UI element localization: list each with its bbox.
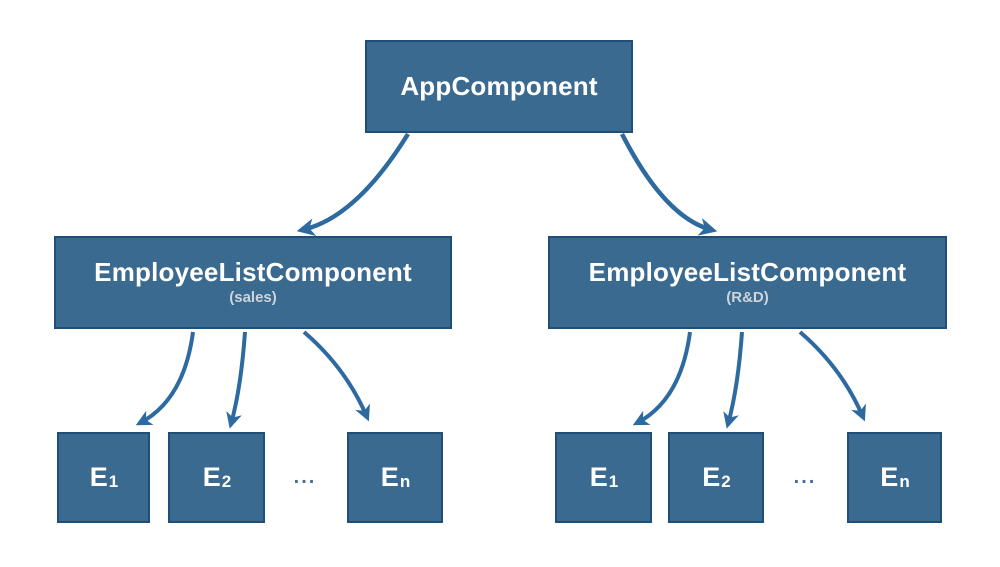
node-employee-list-sales: EmployeeListComponent (sales) <box>54 236 452 329</box>
rd-children-ellipsis: ... <box>793 465 817 488</box>
node-rd-employee-n-label: E <box>880 462 899 492</box>
edge-sales-to-en <box>302 330 370 422</box>
node-employee-list-rd-label: EmployeeListComponent <box>588 257 907 288</box>
edge-sales-to-e2 <box>226 331 247 429</box>
edge-app-to-sales-list <box>296 132 410 237</box>
sales-children-ellipsis: ... <box>293 465 317 488</box>
node-rd-employee-n-subscript: n <box>899 471 910 491</box>
node-rd-employee-1-subscript: 1 <box>608 471 619 491</box>
node-sales-employee-n-subscript: n <box>399 471 411 491</box>
node-rd-employee-2-subscript: 2 <box>721 471 731 491</box>
node-sales-employee-1-subscript: 1 <box>108 471 119 491</box>
edge-app-to-rd-list <box>619 132 718 236</box>
node-rd-employee-2-label: E <box>702 462 721 492</box>
node-sales-employee-n-label: E <box>380 462 399 492</box>
node-sales-employee-2-subscript: 2 <box>221 471 232 491</box>
edge-sales-to-e1 <box>135 331 195 426</box>
node-sales-employee-1-label: E <box>89 462 108 492</box>
edge-rd-to-en <box>798 330 866 422</box>
edge-rd-to-e2 <box>723 331 744 429</box>
node-app-component: AppComponent <box>365 40 633 133</box>
node-employee-list-rd: EmployeeListComponent (R&D) <box>548 236 947 329</box>
node-employee-list-sales-label: EmployeeListComponent <box>94 257 412 288</box>
node-employee-list-sales-subtitle: (sales) <box>229 288 277 306</box>
node-sales-employee-2-label: E <box>202 462 221 492</box>
edge-rd-to-e1 <box>632 331 692 426</box>
node-rd-employee-1-label: E <box>589 462 608 492</box>
node-app-component-label: AppComponent <box>400 70 598 101</box>
node-employee-list-rd-subtitle: (R&D) <box>726 288 769 306</box>
